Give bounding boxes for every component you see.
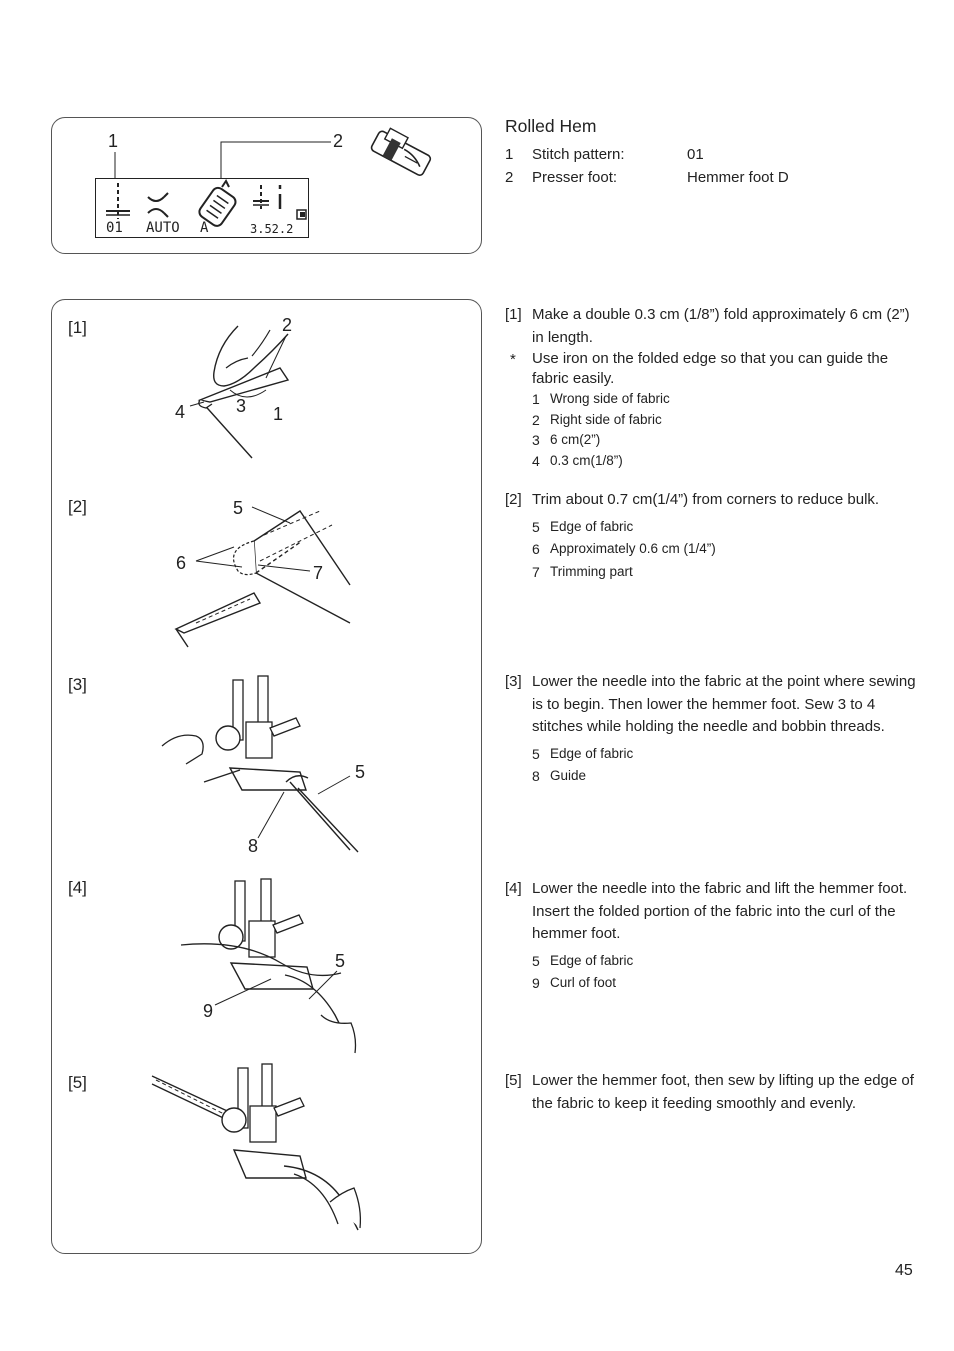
figure-label: [1] <box>68 318 87 338</box>
callout-9: 9 <box>203 1001 213 1022</box>
step-marker: [1] <box>505 304 522 326</box>
step-3: [3] Lower the needle into the fabric at … <box>505 671 920 788</box>
spec-value: Hemmer foot D <box>687 169 789 186</box>
callout-6: 6 <box>176 553 186 574</box>
lcd-display: 01 AUTO A 3.52.2 <box>95 178 309 238</box>
spec-label: Presser foot: <box>532 169 617 186</box>
figure-label: [5] <box>68 1073 87 1093</box>
spec-value: 01 <box>687 146 704 163</box>
figure-label: [3] <box>68 675 87 695</box>
step-text: Lower the needle into the fabric at the … <box>532 671 920 739</box>
figure-label: [2] <box>68 497 87 517</box>
step-marker: [5] <box>505 1070 522 1092</box>
callout-leaders <box>0 0 954 300</box>
lcd-mode: AUTO <box>146 220 180 236</box>
insert-fabric-illustration <box>175 875 395 1055</box>
callout-3: 3 <box>236 396 246 417</box>
step-text: Lower the needle into the fabric and lif… <box>532 878 920 946</box>
step-1: [1] Make a double 0.3 cm (1/8”) fold app… <box>505 304 920 471</box>
lcd-settings: 3.52.2 <box>250 222 293 236</box>
callout-5: 5 <box>355 762 365 783</box>
step-marker: [3] <box>505 671 522 693</box>
callout-8: 8 <box>248 836 258 857</box>
step-2: [2] Trim about 0.7 cm(1/4”) from corners… <box>505 489 920 583</box>
step-marker: [2] <box>505 489 522 511</box>
needle-lower-illustration <box>150 672 370 862</box>
callout-5: 5 <box>335 951 345 972</box>
trim-corner-illustration <box>160 495 380 665</box>
step-text: Trim about 0.7 cm(1/4”) from corners to … <box>532 489 920 512</box>
lcd-side-indicator-icon <box>296 208 310 222</box>
spec-number: 1 <box>505 146 513 163</box>
step-text: Lower the hemmer foot, then sew by lifti… <box>532 1070 920 1115</box>
fold-fabric-illustration <box>170 310 370 470</box>
note-marker: * <box>510 349 516 371</box>
lcd-pattern-number: 01 <box>106 220 123 236</box>
step-text: Make a double 0.3 cm (1/8”) fold approxi… <box>532 304 920 349</box>
figure-label: [4] <box>68 878 87 898</box>
step-5: [5] Lower the hemmer foot, then sew by l… <box>505 1070 920 1115</box>
callout-7: 7 <box>313 563 323 584</box>
page-number: 45 <box>895 1262 913 1280</box>
callout-1: 1 <box>273 404 283 425</box>
hemmer-foot-icon <box>365 130 445 190</box>
callout-4: 4 <box>175 402 185 423</box>
spec-label: Stitch pattern: <box>532 146 625 163</box>
sew-hem-illustration <box>150 1062 380 1242</box>
callout-5: 5 <box>233 498 243 519</box>
step-marker: [4] <box>505 878 522 900</box>
step-4: [4] Lower the needle into the fabric and… <box>505 878 920 995</box>
spec-number: 2 <box>505 169 513 186</box>
lcd-foot: A <box>200 220 208 236</box>
callout-2: 2 <box>282 315 292 336</box>
section-title: Rolled Hem <box>505 116 596 137</box>
note-text: Use iron on the folded edge so that you … <box>532 349 920 389</box>
